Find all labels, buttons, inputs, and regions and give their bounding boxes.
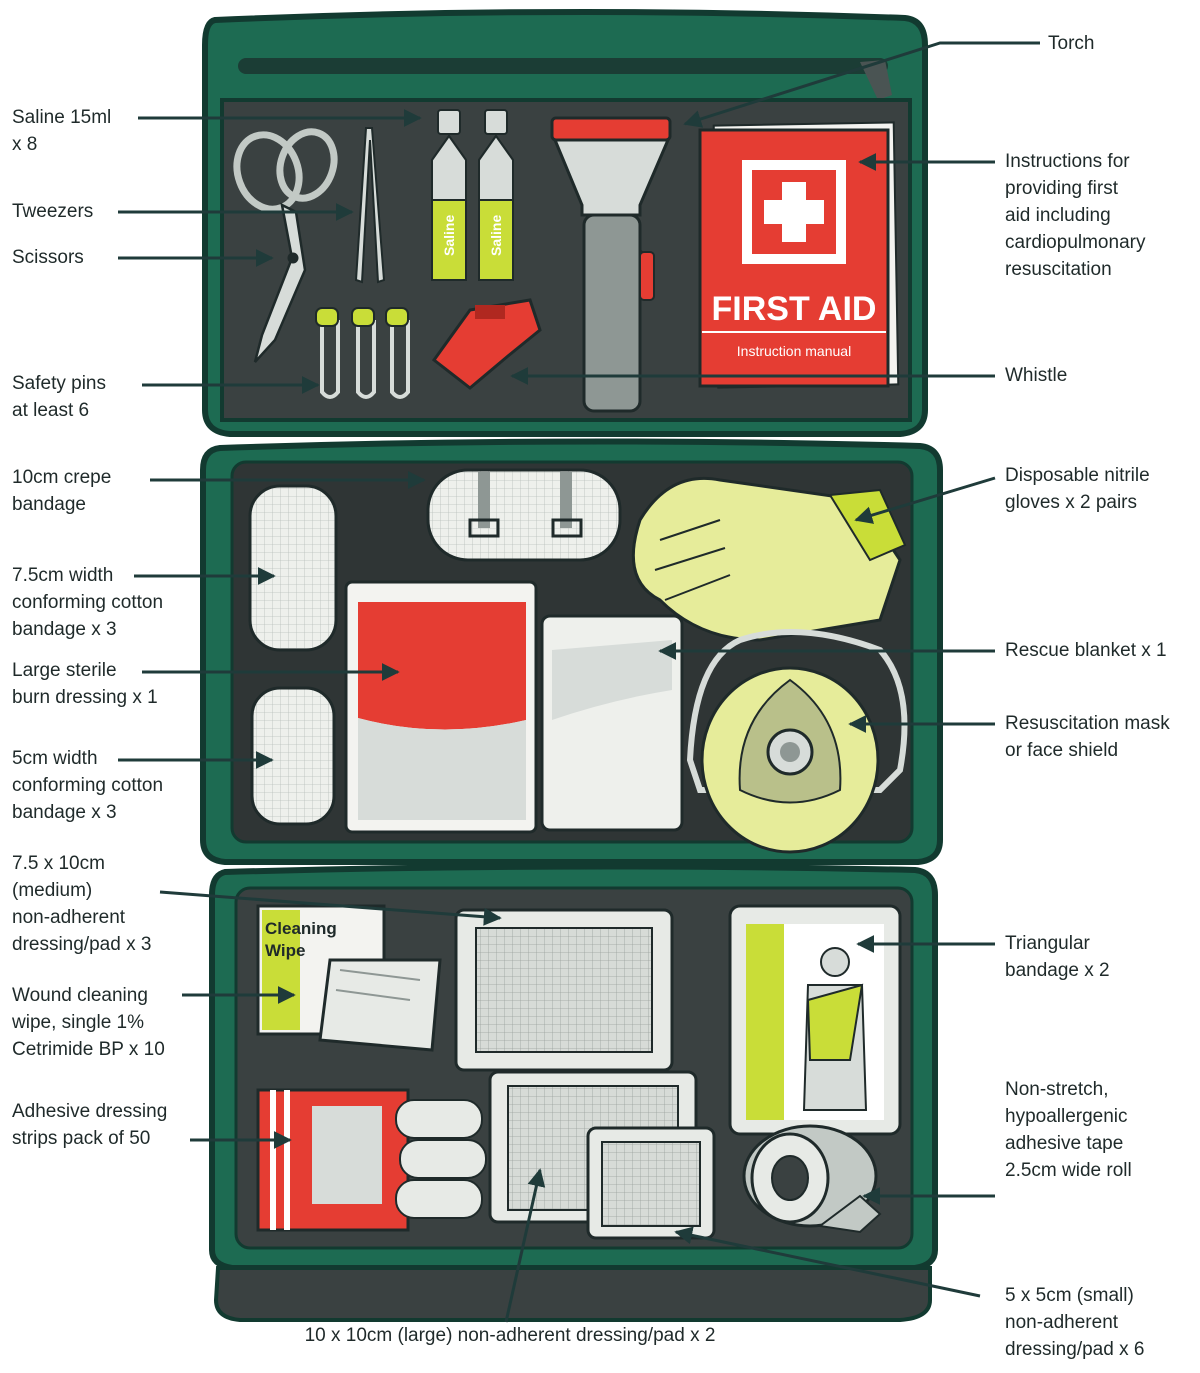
bag-base: [216, 1268, 930, 1320]
label-saline: Saline 15ml x 8: [12, 104, 111, 158]
medium-pad-icon: [456, 910, 672, 1070]
adhesive-strips-icon: [258, 1090, 486, 1230]
label-large-pad: 10 x 10cm (large) non-adherent dressing/…: [250, 1322, 770, 1349]
label-crepe-bandage: 10cm crepe bandage: [12, 464, 111, 518]
label-nitrile-gloves: Disposable nitrile gloves x 2 pairs: [1005, 462, 1150, 516]
label-rescue-blanket: Rescue blanket x 1: [1005, 637, 1167, 664]
label-tweezers: Tweezers: [12, 198, 93, 225]
crepe-bandage-icon: [428, 470, 620, 560]
zipper-track: [238, 58, 888, 74]
label-small-pad: 5 x 5cm (small) non-adherent dressing/pa…: [1005, 1282, 1144, 1363]
triangular-bandage-icon: [730, 906, 900, 1134]
rescue-blanket-icon: [542, 616, 682, 830]
label-resus-mask: Resuscitation mask or face shield: [1005, 710, 1170, 764]
cotton-bandage-5-icon: [252, 688, 334, 824]
label-triangular-bandage: Triangular bandage x 2: [1005, 930, 1110, 984]
label-torch: Torch: [1048, 30, 1094, 57]
manual-subtitle: Instruction manual: [737, 343, 851, 359]
label-cotton-bandage-5: 5cm width conforming cotton bandage x 3: [12, 745, 163, 826]
cotton-bandage-75-icon: [250, 486, 336, 650]
label-whistle: Whistle: [1005, 362, 1067, 389]
label-adhesive-strips: Adhesive dressing strips pack of 50: [12, 1098, 167, 1152]
label-burn-dressing: Large sterile burn dressing x 1: [12, 657, 158, 711]
label-cotton-bandage-75: 7.5cm width conforming cotton bandage x …: [12, 562, 163, 643]
label-instructions: Instructions for providing first aid inc…: [1005, 148, 1145, 283]
label-medium-pad: 7.5 x 10cm (medium) non-adherent dressin…: [12, 850, 151, 958]
saline-vial-text: Saline: [488, 215, 504, 256]
saline-vial-text: Saline: [441, 215, 457, 256]
label-safety-pins: Safety pins at least 6: [12, 370, 106, 424]
label-adhesive-tape: Non-stretch, hypoallergenic adhesive tap…: [1005, 1076, 1132, 1184]
label-scissors: Scissors: [12, 244, 84, 271]
small-pad-icon: [588, 1128, 714, 1238]
label-cleaning-wipe: Wound cleaning wipe, single 1% Cetrimide…: [12, 982, 165, 1063]
manual-title: FIRST AID: [712, 290, 877, 328]
burn-dressing-icon: [346, 582, 536, 832]
